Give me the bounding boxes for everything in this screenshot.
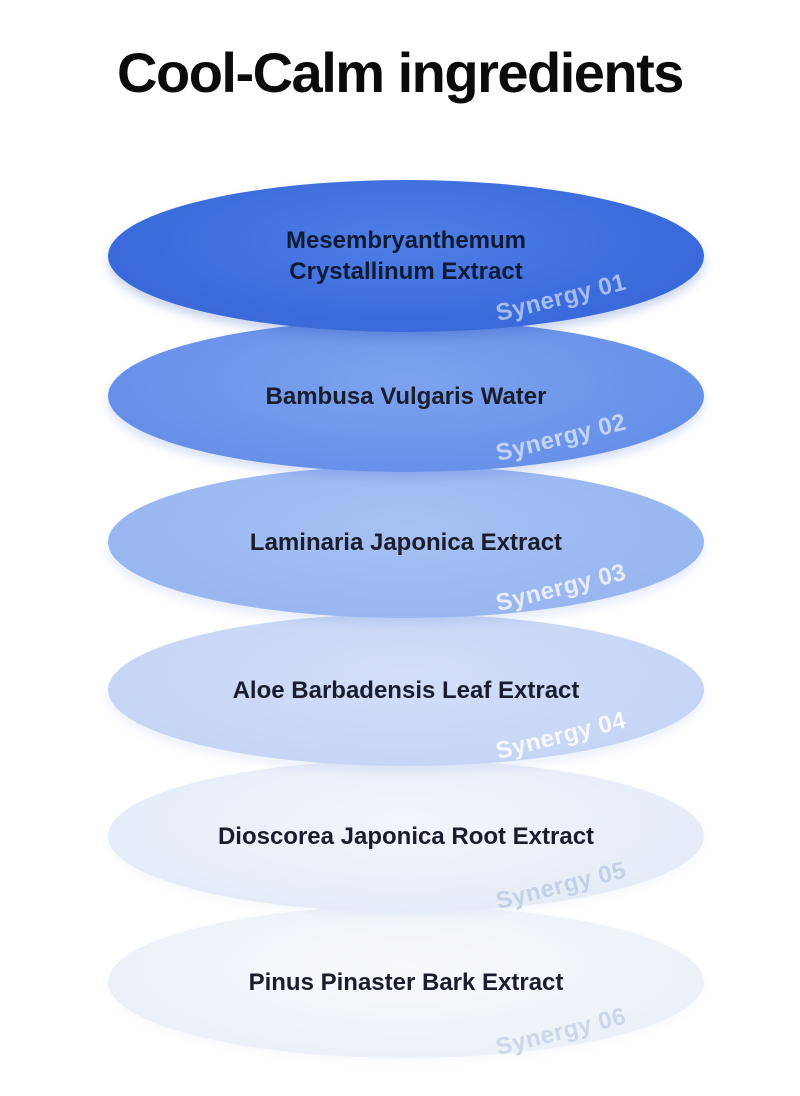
ingredient-disc-4: Aloe Barbadensis Leaf Extract xyxy=(108,614,704,766)
ingredient-label-6: Pinus Pinaster Bark Extract xyxy=(248,968,564,996)
ingredient-disc-3: Laminaria Japonica Extract xyxy=(108,466,704,618)
ingredient-disc-5: Dioscorea Japonica Root Extract xyxy=(108,760,704,912)
ingredient-disc-1: Mesembryanthemum Crystallinum Extract xyxy=(108,180,704,332)
ingredient-disc-2: Bambusa Vulgaris Water xyxy=(108,320,704,472)
ingredient-label-5: Dioscorea Japonica Root Extract xyxy=(217,822,595,850)
ingredient-label-1-line-2: Crystallinum Extract xyxy=(289,258,523,285)
page-title: Cool-Calm ingredients xyxy=(117,41,684,104)
ingredient-label-2: Bambusa Vulgaris Water xyxy=(265,382,547,410)
ingredient-label-4: Aloe Barbadensis Leaf Extract xyxy=(232,676,580,704)
ingredient-disc-6: Pinus Pinaster Bark Extract xyxy=(108,906,704,1058)
ingredient-label-3: Laminaria Japonica Extract xyxy=(249,528,563,556)
ingredient-label-1: Mesembryanthemum Crystallinum Extract xyxy=(246,225,566,287)
ingredient-label-1-line-1: Mesembryanthemum xyxy=(285,227,527,254)
